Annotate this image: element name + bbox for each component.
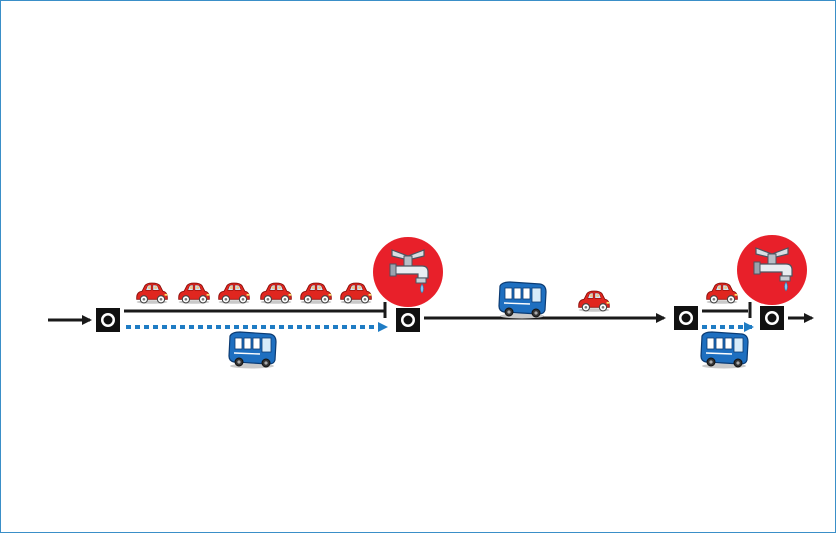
car-icon — [218, 282, 250, 305]
car-icon — [178, 282, 210, 305]
bus-icon — [228, 331, 277, 370]
node-1 — [96, 308, 120, 332]
node-3 — [674, 306, 698, 330]
node-4 — [760, 306, 784, 330]
car-icon — [300, 282, 332, 305]
car-icon — [136, 282, 168, 305]
car-icon — [706, 282, 738, 305]
car-icon — [260, 282, 292, 305]
car-icon — [340, 282, 372, 305]
bus-icon — [700, 331, 749, 370]
car-icon — [578, 290, 610, 313]
water-tap-icon — [736, 234, 808, 306]
node-2 — [396, 308, 420, 332]
bus-icon — [498, 281, 547, 320]
water-tap-icon — [372, 236, 444, 308]
